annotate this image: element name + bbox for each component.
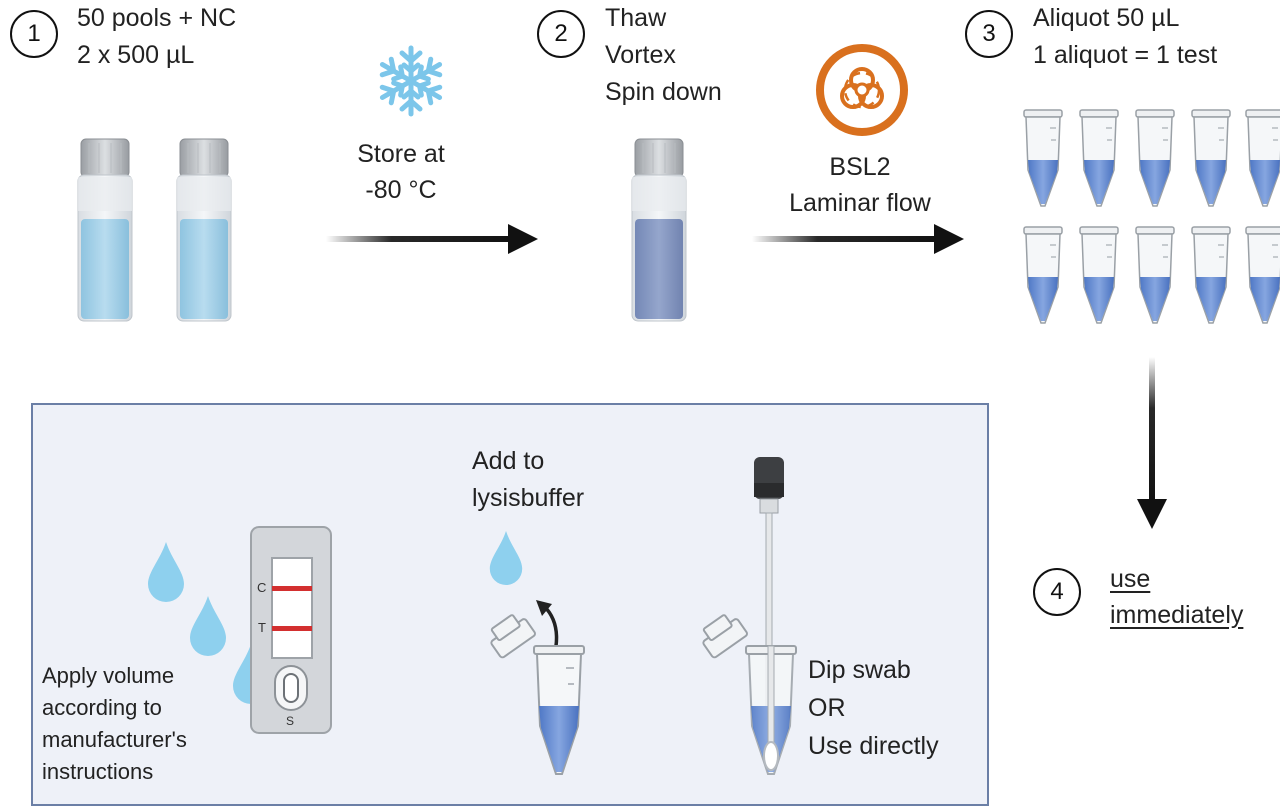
test-line-control-label: C [257, 580, 267, 595]
arrow-icon [752, 224, 964, 254]
microtube-icon [1191, 109, 1231, 207]
dip-label-line-1: Dip swab [808, 656, 911, 684]
microtube-icon [702, 614, 797, 775]
step-2-label-line-2: Vortex [605, 41, 676, 69]
apply-label-line-3: manufacturer's [42, 727, 187, 752]
curved-arrow-icon [536, 600, 559, 647]
droplet-icon [190, 596, 226, 656]
microtube-icon [1135, 226, 1175, 324]
step-4-label-line-2: immediately [1110, 601, 1244, 629]
snowflake-icon [374, 45, 448, 118]
store-label-line-2: -80 °C [365, 176, 437, 204]
microtube-icon [490, 614, 585, 775]
microtube-icon [1079, 226, 1119, 324]
microtube-icon [1023, 109, 1063, 207]
aliquot-tube-grid [1015, 105, 1280, 330]
step-2-label-line-3: Spin down [605, 78, 722, 106]
lateral-flow-test-icon [250, 526, 332, 734]
microtube-icon [1191, 226, 1231, 324]
microtube-icon [1135, 109, 1175, 207]
add-label-line-1: Add to [472, 447, 545, 475]
store-label-line-1: Store at [357, 140, 445, 168]
arrow-icon [326, 224, 538, 254]
microtube-icon [1023, 226, 1063, 324]
droplet-icon [489, 531, 523, 585]
test-line-test-label: T [258, 620, 266, 635]
step-1-label-line-1: 50 pools + NC [77, 4, 237, 32]
microtube-icon [1245, 109, 1280, 207]
cryovial-icon [631, 138, 687, 322]
step-3-label-line-1: Aliquot 50 µL [1033, 4, 1180, 32]
step-4-marker: 4 [1033, 568, 1081, 616]
add-label-line-2: lysisbuffer [472, 484, 585, 512]
arrow-icon [1137, 357, 1167, 529]
microtube-icon [1245, 226, 1280, 324]
usage-panel [31, 403, 989, 806]
biohazard-icon [816, 44, 908, 136]
biosafety-label-line-2: Laminar flow [789, 189, 931, 217]
step-4-label-line-1: use [1110, 565, 1151, 593]
step-3-marker: 3 [965, 10, 1013, 58]
swab-icon [754, 457, 784, 746]
step-1-marker: 1 [10, 10, 58, 58]
cryovial-icon [77, 138, 133, 322]
step-2-marker: 2 [537, 10, 585, 58]
microtube-icon [1079, 109, 1119, 207]
apply-label-line-4: instructions [42, 759, 154, 784]
biosafety-label-line-1: BSL2 [829, 153, 891, 181]
cryovial-icon [176, 138, 232, 322]
step-3-label-line-2: 1 aliquot = 1 test [1033, 41, 1218, 69]
dip-label-line-3: Use directly [808, 732, 939, 760]
sample-well-label: S [286, 714, 295, 728]
dip-label-line-2: OR [808, 694, 846, 722]
apply-label-line-1: Apply volume [42, 663, 175, 688]
step-2-label-line-1: Thaw [605, 4, 667, 32]
step-1-label-line-2: 2 x 500 µL [77, 41, 195, 69]
apply-label-line-2: according to [42, 695, 162, 720]
droplet-icon [148, 542, 184, 602]
